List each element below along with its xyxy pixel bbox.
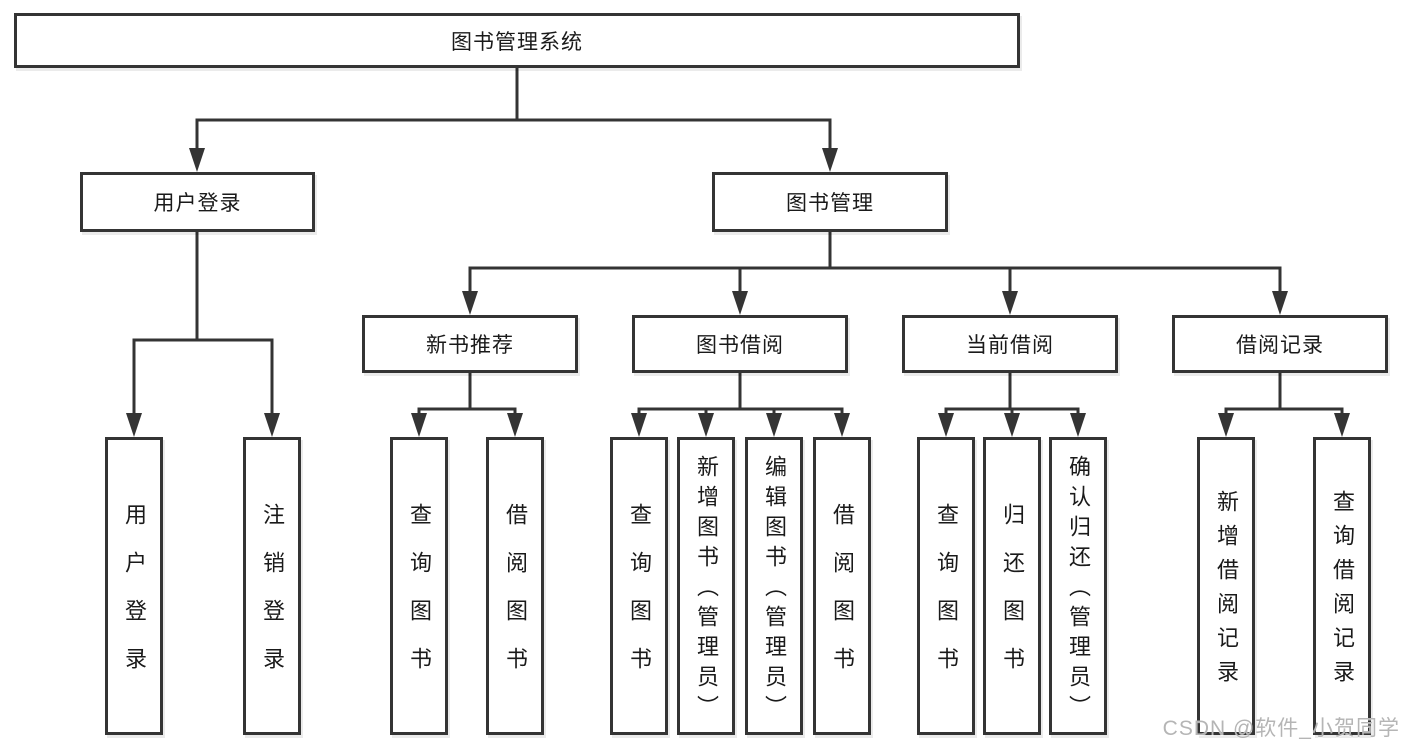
leaf-query-borrow-record: 查询借阅记录 xyxy=(1313,437,1371,735)
node-label: 借阅记录 xyxy=(1236,334,1324,357)
node-label: 图书管理 xyxy=(786,192,874,215)
node-label: 借阅图书 xyxy=(503,503,528,695)
node-label: 新增借阅记录 xyxy=(1214,490,1239,694)
arrowheads xyxy=(126,148,1350,437)
leaf-query-books-borrowing: 查询图书 xyxy=(610,437,668,735)
leaf-query-books-recommend: 查询图书 xyxy=(390,437,448,735)
node-label: 查询图书 xyxy=(934,503,959,695)
node-label: 归还图书 xyxy=(1000,503,1025,695)
node-new-book-recommend: 新书推荐 xyxy=(362,315,578,373)
node-label: 用户登录 xyxy=(122,503,147,695)
csdn-watermark: CSDN @软件_小贺同学 xyxy=(1162,717,1400,740)
node-label: 编辑图书（管理员） xyxy=(762,455,787,725)
leaf-borrow-books-recommend: 借阅图书 xyxy=(486,437,544,735)
leaf-add-borrow-record: 新增借阅记录 xyxy=(1197,437,1255,735)
node-label: 当前借阅 xyxy=(966,334,1054,357)
node-label: 新书推荐 xyxy=(426,334,514,357)
node-label: 新增图书（管理员） xyxy=(694,455,719,725)
leaf-edit-books-admin: 编辑图书（管理员） xyxy=(745,437,803,735)
node-book-borrowing: 图书借阅 xyxy=(632,315,848,373)
node-label: 查询图书 xyxy=(407,503,432,695)
node-label: 确认归还（管理员） xyxy=(1066,455,1091,725)
leaf-add-books-admin: 新增图书（管理员） xyxy=(677,437,735,735)
leaf-query-books-current: 查询图书 xyxy=(917,437,975,735)
node-current-borrowing: 当前借阅 xyxy=(902,315,1118,373)
node-label: 查询借阅记录 xyxy=(1330,490,1355,694)
node-borrowing-records: 借阅记录 xyxy=(1172,315,1388,373)
leaf-borrow-books-borrowing: 借阅图书 xyxy=(813,437,871,735)
leaf-return-books: 归还图书 xyxy=(983,437,1041,735)
node-label: 借阅图书 xyxy=(830,503,855,695)
node-user-login: 用户登录 xyxy=(80,172,315,232)
leaf-confirm-return-admin: 确认归还（管理员） xyxy=(1049,437,1107,735)
node-label: 用户登录 xyxy=(153,192,242,215)
leaf-logout-login: 注销登录 xyxy=(243,437,301,735)
node-book-management: 图书管理 xyxy=(712,172,948,232)
node-label: 查询图书 xyxy=(627,503,652,695)
node-root: 图书管理系统 xyxy=(14,13,1020,68)
node-label: 图书借阅 xyxy=(696,334,784,357)
leaf-user-login: 用户登录 xyxy=(105,437,163,735)
node-label: 图书管理系统 xyxy=(451,30,583,54)
node-label: 注销登录 xyxy=(260,503,285,695)
